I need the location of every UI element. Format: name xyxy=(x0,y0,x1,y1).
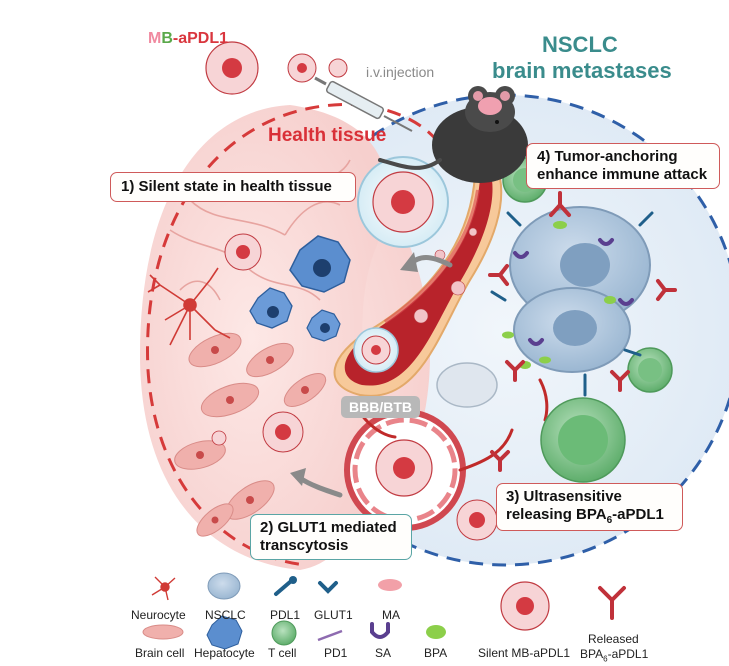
legend-tcell-icon xyxy=(271,620,297,646)
neurocyte-main xyxy=(147,267,231,346)
step4-box: 4) Tumor-anchoring enhance immune attack xyxy=(526,143,720,189)
legend-hepatocyte-label: Hepatocyte xyxy=(194,646,255,660)
legend-silent-icon xyxy=(500,581,550,631)
legend-icons xyxy=(142,572,626,650)
legend-released-b: -aPDL1 xyxy=(607,647,649,661)
vessel-bubble xyxy=(353,327,399,373)
legend-released-line1: Released xyxy=(588,632,639,646)
step2-line1: 2) GLUT1 mediated xyxy=(260,519,397,536)
health-tissue-label: Health tissue xyxy=(268,125,387,146)
legend-pd1-label: PD1 xyxy=(324,646,348,660)
mb-apdl1-particles xyxy=(205,41,498,541)
legend-neurocyte-label: Neurocyte xyxy=(131,608,186,622)
legend-silent-label: Silent MB-aPDL1 xyxy=(478,646,571,660)
bbb-label: BBB/BTB xyxy=(341,396,420,418)
legend-neurocyte-icon xyxy=(151,576,176,601)
step1-box: 1) Silent state in health tissue xyxy=(110,172,356,202)
legend-pd1-icon xyxy=(317,629,343,642)
magnified-bubble xyxy=(357,156,449,248)
mb-apdl1-title: MB-aPDL1 xyxy=(148,30,228,48)
legend-glut1-label: GLUT1 xyxy=(314,608,353,622)
step2-box: 2) GLUT1 mediated transcytosis xyxy=(250,514,412,560)
legend-tcell-label: T cell xyxy=(268,646,297,660)
step3-line2-b: -aPDL1 xyxy=(612,506,664,523)
legend-released-sub: 6 xyxy=(603,654,608,664)
legend-ma-label: MA xyxy=(382,608,400,622)
legend-glut1-icon xyxy=(318,581,338,594)
step3-box: 3) Ultrasensitive releasing BPA6-aPDL1 xyxy=(496,483,683,531)
legend-released-icon xyxy=(598,586,626,620)
nsclc-title-line2: brain metastases xyxy=(492,58,672,83)
title-m: M xyxy=(148,30,162,47)
nsclc-title-line1: NSCLC xyxy=(542,32,618,57)
vessel-nanoparticles xyxy=(413,227,478,324)
step3-line2-sub: 6 xyxy=(606,515,613,526)
legend-brain-cell-label: Brain cell xyxy=(135,646,185,660)
sa-markers xyxy=(513,238,634,346)
bpa-markers xyxy=(502,221,616,369)
syringe xyxy=(314,76,413,132)
title-rest: -aPDL1 xyxy=(172,30,229,47)
hepatocytes xyxy=(249,235,351,342)
step2-line2: transcytosis xyxy=(260,537,349,554)
tumor-cells xyxy=(436,206,651,408)
legend-bpa-icon xyxy=(426,625,446,639)
step3-line1: 3) Ultrasensitive xyxy=(506,488,622,505)
legend-pdl1-label: PDL1 xyxy=(270,608,301,622)
legend-hepatocyte-icon xyxy=(206,615,243,650)
legend-released-line2: BPA6-aPDL1 xyxy=(580,647,648,663)
title-b: B xyxy=(161,30,173,47)
injection-label: i.v.injection xyxy=(366,64,435,80)
antibodies xyxy=(488,191,677,472)
legend-bpa-label: BPA xyxy=(424,646,448,660)
step3-line2: releasing BPA6-aPDL1 xyxy=(506,506,673,530)
legend-released-a: BPA xyxy=(580,647,604,661)
brain-cell-nuclei xyxy=(196,346,309,539)
legend-ma-icon xyxy=(378,579,402,591)
step1-text: 1) Silent state in health tissue xyxy=(121,178,332,195)
arrowheads xyxy=(290,252,418,486)
step4-line1: 4) Tumor-anchoring xyxy=(537,148,678,165)
legend-sa-label: SA xyxy=(375,646,392,660)
mouse-figure xyxy=(378,86,528,183)
step3-line2-a: releasing BPA xyxy=(506,506,607,523)
legend-nsclc-label: NSCLC xyxy=(205,608,246,622)
legend-pdl1-icon xyxy=(274,576,297,596)
legend-sa-icon xyxy=(370,622,390,639)
pdl1-receptors xyxy=(490,211,654,397)
legend-brain-cell-icon xyxy=(142,624,184,640)
legend-nsclc-icon xyxy=(207,572,241,600)
step4-line2: enhance immune attack xyxy=(537,166,708,183)
